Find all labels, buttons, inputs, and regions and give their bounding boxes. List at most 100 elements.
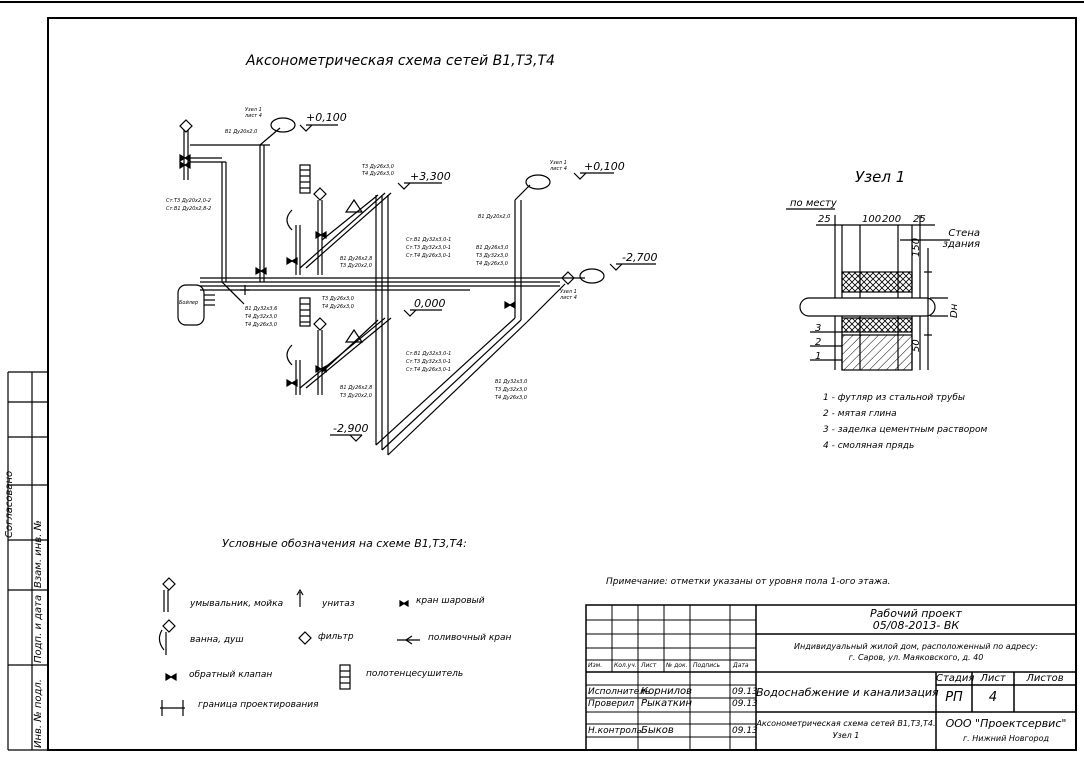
place-label: по месту [790, 198, 837, 209]
pipe-label: Т3 Ду32х3,0 [476, 253, 508, 259]
node-legend-item: 3 - заделка цементным раствором [823, 425, 988, 435]
node-callout: Узел 1 [550, 160, 567, 166]
node-callout-sheet: лист 4 [245, 113, 262, 119]
item-number: 2 [815, 337, 822, 348]
pipe-label: Т4 Ду26х3,0 [495, 395, 527, 401]
pipe-label: Т3 Ду20х2,0 [340, 393, 372, 399]
boiler-label: Бойлер [179, 300, 199, 306]
sheet-value: 4 [988, 690, 998, 705]
legend-item: кран шаровый [416, 596, 485, 606]
tb-role: Проверил [588, 699, 635, 709]
node-callout: Узел 1 [560, 289, 577, 295]
pipe-label: Т4 Ду26х3,0 [362, 171, 394, 177]
node-callout-sheet: лист 4 [550, 166, 567, 172]
dimension: 25 [818, 214, 831, 225]
dimension: 200 [882, 214, 902, 225]
elevation-mark: -2,700 [622, 251, 658, 264]
pipe-label: Т4 Ду26х3,0 [476, 261, 508, 267]
tb-date: 09.13 [732, 687, 758, 697]
tb-role: Исполнитель [588, 687, 651, 697]
pipe-label: Т3 Ду32х3,0 [495, 387, 527, 393]
dimension: 25 [913, 214, 926, 225]
project-type: Рабочий проект [870, 607, 962, 620]
node-detail [786, 208, 950, 371]
pipe-label: В1 Ду32х3,6 [245, 306, 278, 312]
legend-item: ванна, душ [190, 635, 244, 645]
dimension: 100 [862, 214, 882, 225]
sheets-header: Листов [1026, 673, 1064, 684]
pipe-label: Ст.Т3 Ду32х3,0-1 [406, 359, 451, 365]
title-block [585, 604, 1077, 751]
elevation-mark: -2,900 [333, 422, 369, 435]
pipe-label: Ст.Т3 Ду20х2,0-2 [166, 198, 211, 204]
tb-header: Подпись [693, 662, 720, 669]
tb-date: 09.13 [732, 726, 758, 736]
legend-symbols [158, 577, 420, 716]
side-stamp-row: Подп. и дата [33, 594, 44, 663]
pipe-label: В1 Ду26х3,0 [476, 245, 509, 251]
main-title: Аксонометрическая схема сетей В1,Т3,Т4 [246, 53, 555, 69]
tb-name: Рыкаткин [641, 698, 692, 709]
elevation-mark: 0,000 [414, 297, 446, 310]
pipe-label: Ст.Т3 Ду32х3,0-1 [406, 245, 451, 251]
node-legend-item: 2 - мятая глина [823, 409, 897, 419]
pipe-label: В1 Ду20х2,0 [478, 214, 511, 220]
legend-title: Условные обозначения на схеме В1,Т3,Т4: [222, 537, 467, 550]
sheet-header: Лист [980, 673, 1006, 684]
pipe-label: В1 Ду20х2,0 [225, 129, 258, 135]
legend-item: фильтр [318, 632, 354, 642]
diameter-label: Dн [949, 303, 960, 318]
drawing-frame [47, 17, 1077, 751]
legend-item: обратный клапан [189, 670, 273, 680]
node-callout: Узел 1 [245, 107, 262, 113]
tb-header: Дата [733, 662, 749, 669]
address-line: Индивидуальный жилой дом, расположенный … [794, 642, 1038, 651]
section-title: Водоснабжение и канализация [756, 686, 939, 699]
tb-name: Быков [641, 725, 674, 736]
pipe-label: Т4 Ду26х3,0 [245, 322, 277, 328]
sheet-title: Аксонометрическая схема сетей В1,Т3,Т4. [756, 719, 936, 728]
company-city: г. Нижний Новгород [962, 734, 1050, 743]
pipe-label: Т4 Ду32х3,0 [245, 314, 277, 320]
company-name: ООО "Проектсервис" [945, 717, 1067, 730]
side-stamp-row: Взам. инв. № [33, 520, 44, 588]
pipe-label: В1 Ду26х2,8 [340, 385, 373, 391]
item-number: 3 [815, 323, 822, 334]
tb-header: Лист [641, 662, 657, 669]
dimension: 150 [911, 237, 922, 257]
wall-label: Стена здания [942, 228, 980, 250]
pipe-label: Т3 Ду26х3,0 [362, 164, 394, 170]
tb-name: Корнилов [641, 686, 693, 697]
axonometric-scheme [177, 117, 656, 456]
dimension: 50 [911, 339, 922, 352]
legend-item: поливочный кран [428, 633, 512, 643]
pipe-label: Т3 Ду26х3,0 [322, 296, 354, 302]
pipe-label: Ст.Т4 Ду26х3,0-1 [406, 253, 451, 259]
pipe-label: Ст.В1 Ду32х3,0-1 [406, 237, 452, 243]
legend-item: унитаз [322, 599, 355, 609]
pipe-label: В1 Ду32х3,0 [495, 379, 528, 385]
tb-header: Изм. [588, 662, 603, 669]
pipe-label: Ст.Т4 Ду26х3,0-1 [406, 367, 451, 373]
pipe-label: В1 Ду26х2,8 [340, 256, 373, 262]
sheet-title: Узел 1 [832, 731, 860, 740]
note: Примечание: отметки указаны от уровня по… [606, 577, 891, 587]
pipe-label: Ст.В1 Ду20х2,8-2 [166, 206, 212, 212]
stage-header: Стадия [936, 673, 975, 684]
pipe-label: Т3 Ду20х2,0 [340, 263, 372, 269]
stage-value: РП [945, 690, 963, 705]
elevation-mark: +0,100 [306, 111, 347, 124]
tb-header: № док. [666, 662, 688, 669]
node-legend-item: 4 - смоляная прядь [823, 441, 915, 451]
tb-date: 09.13 [732, 699, 758, 709]
pipe-label: Ст.В1 Ду32х3,0-1 [406, 351, 452, 357]
elevation-mark: +3,300 [410, 170, 451, 183]
address-line: г. Саров, ул. Маяковского, д. 40 [848, 653, 984, 662]
legend-item: умывальник, мойка [190, 599, 284, 609]
node-title: Узел 1 [855, 168, 906, 186]
side-stamp [7, 371, 48, 751]
node-legend-item: 1 - футляр из стальной трубы [823, 393, 965, 403]
tb-role: Н.контроль [588, 726, 642, 736]
side-stamp-agreed: Согласовано [4, 470, 15, 538]
